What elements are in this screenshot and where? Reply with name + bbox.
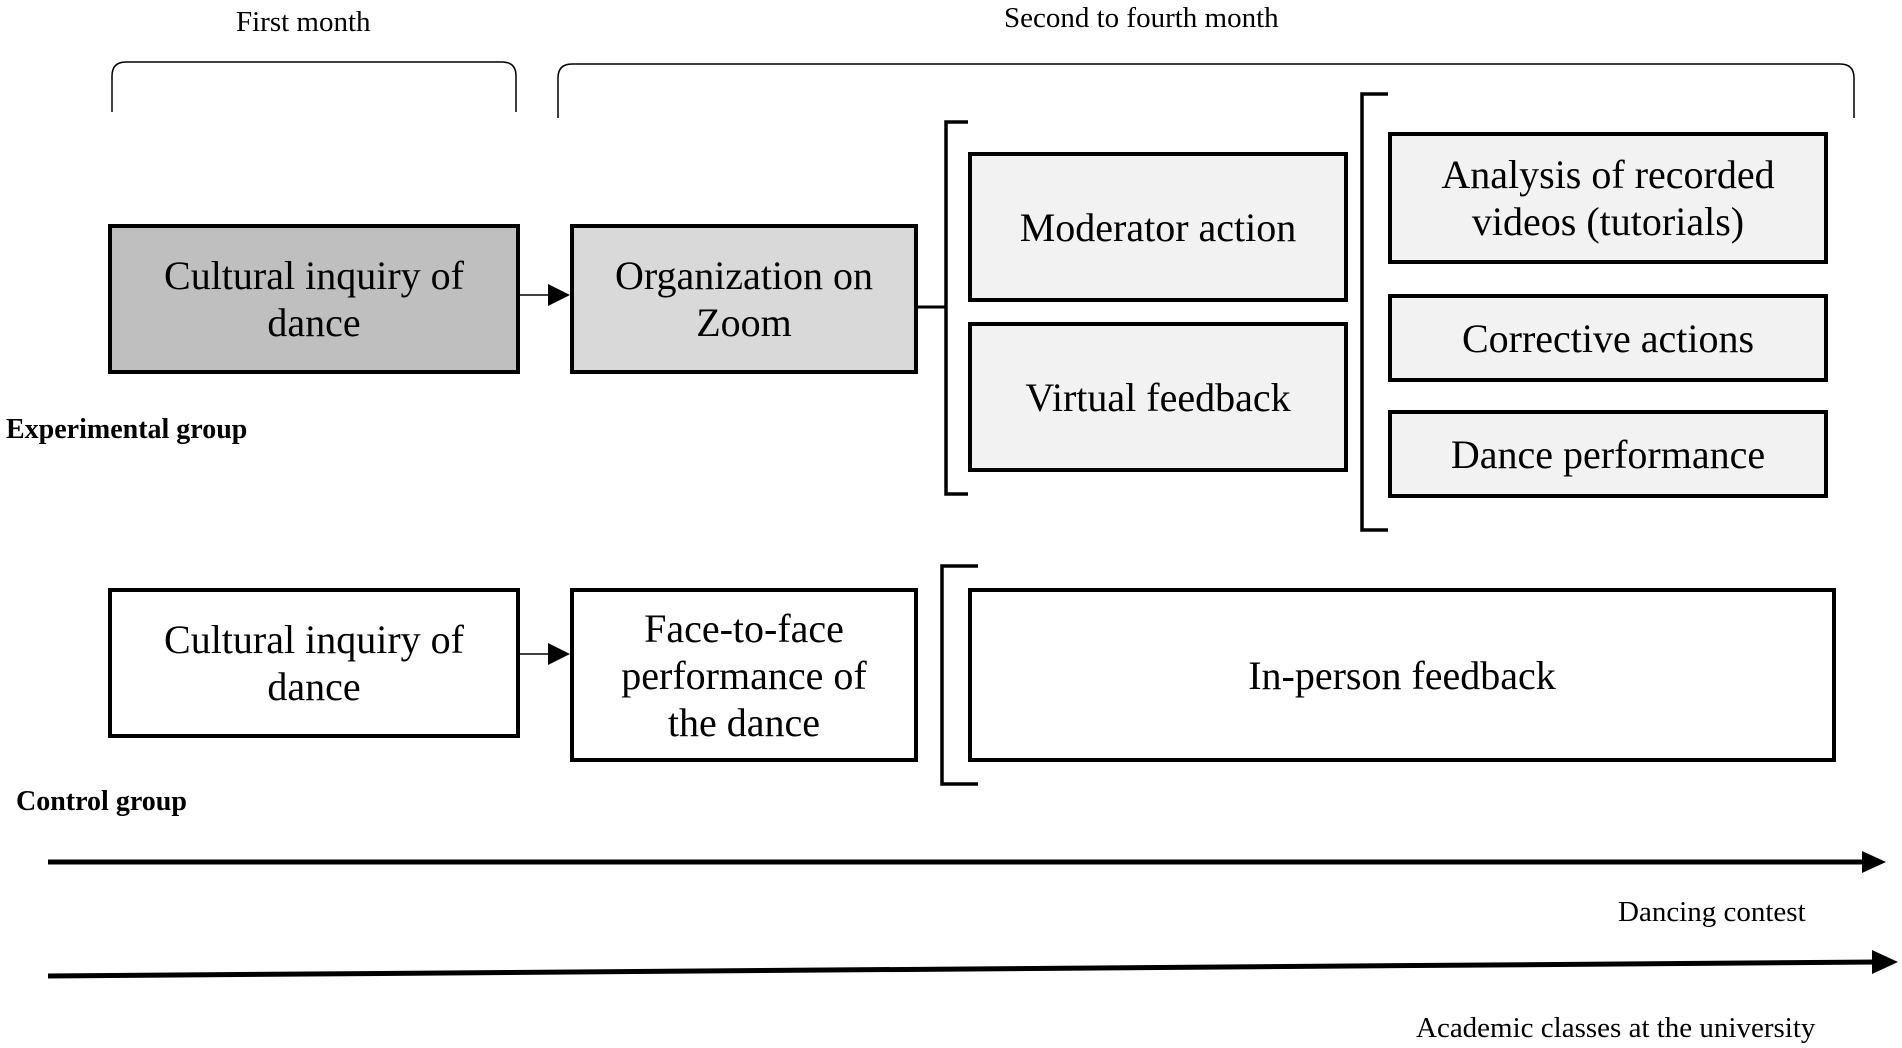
in-person-feedback-text: In-person feedback bbox=[1248, 652, 1556, 698]
second-to-fourth-month-header: Second to fourth month bbox=[1004, 2, 1279, 34]
organization-zoom-box: Organization on Zoom bbox=[570, 224, 918, 374]
virtual-feedback-box: Virtual feedback bbox=[968, 322, 1348, 472]
analysis-bracket bbox=[1360, 92, 1388, 532]
moderator-action-box: Moderator action bbox=[968, 152, 1348, 302]
exp-arrowhead-1 bbox=[548, 284, 570, 306]
virtual-feedback-text: Virtual feedback bbox=[1025, 374, 1291, 420]
face-to-face-text: Face-to-face performance of the dance bbox=[621, 605, 867, 745]
academic-classes-timeline bbox=[47, 959, 1879, 979]
organization-zoom-text: Organization on Zoom bbox=[614, 253, 874, 345]
dance-performance-box: Dance performance bbox=[1388, 410, 1828, 498]
experimental-group-label: Experimental group bbox=[6, 414, 248, 445]
face-to-face-box: Face-to-face performance of the dance bbox=[570, 588, 918, 762]
corrective-actions-box: Corrective actions bbox=[1388, 294, 1828, 382]
moderator-bracket bbox=[944, 120, 968, 496]
exp-cultural-inquiry-box: Cultural inquiry of dance bbox=[108, 224, 520, 374]
first-month-header: First month bbox=[236, 6, 371, 38]
moderator-action-text: Moderator action bbox=[1019, 204, 1297, 250]
ctrl-cultural-inquiry-text: Cultural inquiry of dance bbox=[164, 617, 464, 709]
control-group-label: Control group bbox=[16, 786, 187, 817]
ctrl-arrowhead-1 bbox=[548, 643, 570, 665]
second-month-brace bbox=[557, 63, 1855, 118]
dancing-contest-label: Dancing contest bbox=[1618, 896, 1806, 928]
academic-classes-arrowhead bbox=[1872, 950, 1898, 974]
in-person-bracket bbox=[940, 564, 978, 786]
dancing-contest-arrowhead bbox=[1862, 851, 1886, 873]
in-person-feedback-box: In-person feedback bbox=[968, 588, 1836, 762]
analysis-recorded-videos-text: Analysis of recorded videos (tutorials) bbox=[1441, 152, 1775, 244]
first-month-brace bbox=[111, 61, 517, 112]
corrective-actions-text: Corrective actions bbox=[1461, 315, 1755, 361]
analysis-recorded-videos-box: Analysis of recorded videos (tutorials) bbox=[1388, 132, 1828, 264]
exp-cultural-inquiry-text: Cultural inquiry of dance bbox=[164, 253, 464, 345]
ctrl-cultural-inquiry-box: Cultural inquiry of dance bbox=[108, 588, 520, 738]
academic-classes-label: Academic classes at the university bbox=[1416, 1012, 1816, 1044]
dance-performance-text: Dance performance bbox=[1450, 431, 1766, 477]
